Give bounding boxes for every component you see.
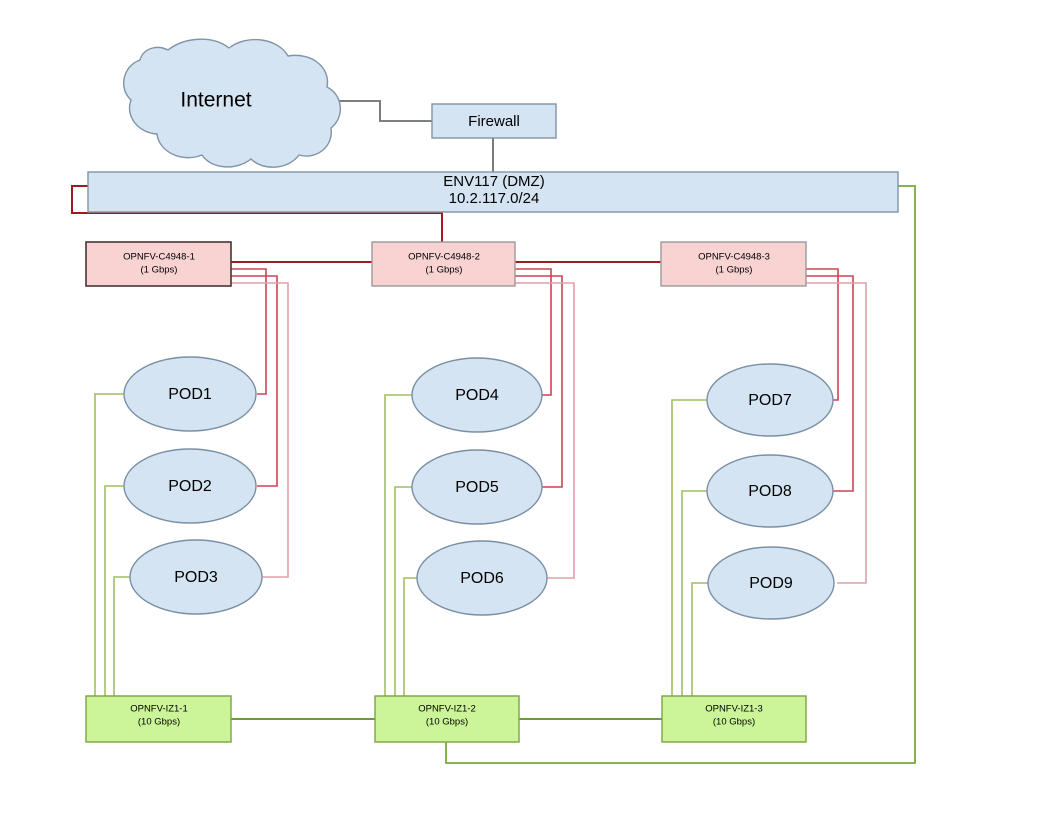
izone-3-name: OPNFV-IZ1-3 [705, 704, 763, 715]
link-pod6-izone2 [403, 577, 418, 696]
pod-4-label: POD4 [455, 387, 499, 404]
link-switch1-pod2 [231, 275, 278, 487]
link-switch3-pod9 [806, 282, 867, 584]
pod-3-label: POD3 [174, 569, 218, 586]
link-pod8-izone3 [681, 490, 708, 696]
izone-box-2 [374, 695, 520, 743]
firewall-label: Firewall [468, 113, 520, 130]
switch-2-speed: (1 Gbps) [426, 265, 463, 276]
pod-node-pod7[interactable]: POD7 [706, 363, 834, 437]
switch-1-name: OPNFV-C4948-1 [123, 252, 195, 263]
pod-3-ellipse [129, 539, 263, 615]
link-pod7-izone3 [671, 399, 708, 696]
izone-1-speed: (10 Gbps) [138, 717, 180, 728]
pod-node-pod9[interactable]: POD9 [707, 546, 835, 620]
link-pod2-izone1 [104, 485, 124, 696]
pod-1-label: POD1 [168, 386, 212, 403]
firewall-box [431, 103, 557, 139]
cloud-icon [122, 38, 341, 168]
pod-node-pod8[interactable]: POD8 [706, 454, 834, 528]
izone-1-name: OPNFV-IZ1-1 [130, 704, 188, 715]
switch-node-opnfv-c4948-1[interactable]: OPNFV-C4948-1 (1 Gbps) [85, 241, 232, 287]
pod-4-ellipse [411, 357, 543, 433]
pod-2-ellipse [123, 448, 257, 524]
dmz-label-line2: 10.2.117.0/24 [449, 190, 540, 207]
link-switch1-pod1 [231, 268, 267, 395]
firewall-node[interactable]: Firewall [431, 103, 557, 139]
switch-box-2 [371, 241, 516, 287]
link-switch3-pod7 [806, 268, 839, 401]
switch-box-3 [660, 241, 807, 287]
pod-node-pod2[interactable]: POD2 [123, 448, 257, 524]
internet-label: Internet [180, 89, 251, 112]
internet-cloud-node[interactable]: Internet [122, 38, 341, 168]
switch-node-opnfv-c4948-3[interactable]: OPNFV-C4948-3 (1 Gbps) [660, 241, 807, 287]
link-switch2-pod6 [515, 282, 575, 579]
link-dmz-switch2 [71, 185, 443, 242]
pod-node-pod1[interactable]: POD1 [123, 356, 257, 432]
pod-8-label: POD8 [748, 483, 792, 500]
switch-3-speed: (1 Gbps) [716, 265, 753, 276]
pod-7-label: POD7 [748, 392, 792, 409]
dmz-network-node[interactable]: ENV117 (DMZ) 10.2.117.0/24 [87, 171, 899, 213]
link-switch1-pod3 [231, 282, 289, 578]
link-switch2-pod5 [515, 275, 563, 488]
pod-2-label: POD2 [168, 478, 212, 495]
switch-2-name: OPNFV-C4948-2 [408, 252, 480, 263]
pod-node-pod4[interactable]: POD4 [411, 357, 543, 433]
switch-1-speed: (1 Gbps) [141, 265, 178, 276]
izone-box-3 [661, 695, 807, 743]
pod-5-label: POD5 [455, 479, 499, 496]
pod-9-label: POD9 [749, 575, 793, 592]
switch-box-1 [85, 241, 232, 287]
link-pod9-izone3 [691, 582, 714, 696]
link-internet-firewall [325, 100, 432, 122]
pod-6-ellipse [416, 540, 548, 616]
izone-2-name: OPNFV-IZ1-2 [418, 704, 476, 715]
link-pod1-izone1 [94, 393, 124, 696]
link-pod4-izone2 [384, 394, 412, 696]
izone-2-speed: (10 Gbps) [426, 717, 468, 728]
switch-3-name: OPNFV-C4948-3 [698, 252, 770, 263]
pod-node-pod3[interactable]: POD3 [129, 539, 263, 615]
pod-7-ellipse [706, 363, 834, 437]
link-dmz-izone2 [445, 185, 916, 764]
pod-6-label: POD6 [460, 570, 504, 587]
izone-node-opnfv-iz1-1[interactable]: OPNFV-IZ1-1 (10 Gbps) [85, 695, 232, 743]
switch-node-opnfv-c4948-2[interactable]: OPNFV-C4948-2 (1 Gbps) [371, 241, 516, 287]
link-switch3-pod8 [806, 275, 854, 492]
pod-5-ellipse [411, 449, 543, 525]
pod-9-ellipse [707, 546, 835, 620]
izone-node-opnfv-iz1-3[interactable]: OPNFV-IZ1-3 (10 Gbps) [661, 695, 807, 743]
pod-8-ellipse [706, 454, 834, 528]
link-pod3-izone1 [113, 576, 130, 696]
pod-1-ellipse [123, 356, 257, 432]
dmz-label-line1: ENV117 (DMZ) [443, 173, 544, 190]
pod-node-pod5[interactable]: POD5 [411, 449, 543, 525]
izone-box-1 [85, 695, 232, 743]
izone-node-opnfv-iz1-2[interactable]: OPNFV-IZ1-2 (10 Gbps) [374, 695, 520, 743]
izone-3-speed: (10 Gbps) [713, 717, 755, 728]
link-switch2-pod4 [515, 268, 552, 396]
dmz-bar [87, 171, 899, 213]
link-pod5-izone2 [394, 486, 412, 696]
pod-node-pod6[interactable]: POD6 [416, 540, 548, 616]
